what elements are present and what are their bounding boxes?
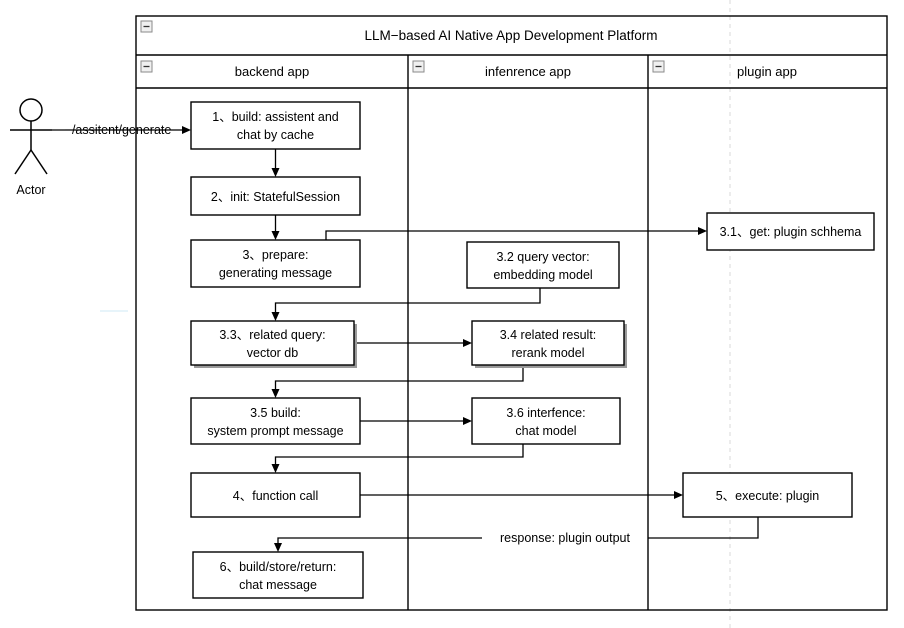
node-n1[interactable]: 1、build: assistent and chat by cache bbox=[190, 101, 361, 150]
node-n35-line1: 3.5 build: bbox=[250, 406, 301, 420]
node-n4-line1: 4、function call bbox=[233, 489, 318, 503]
node-n6[interactable]: 6、build/store/return: chat message bbox=[192, 551, 364, 599]
node-n6-line1: 6、build/store/return: bbox=[220, 560, 337, 574]
node-n3-line1: 3、prepare: bbox=[242, 248, 308, 262]
node-n36[interactable]: 3.6 interfence: chat model bbox=[471, 397, 621, 445]
flow-n5-to-n6 bbox=[274, 517, 759, 552]
flow-n35-to-n36 bbox=[360, 417, 472, 425]
node-n5[interactable]: 5、execute: plugin bbox=[682, 472, 853, 518]
collapse-icon-lane-plugin[interactable] bbox=[652, 60, 665, 73]
flow-actor-to-n1 bbox=[52, 126, 191, 134]
lane-header-inference: infenrence app bbox=[485, 64, 571, 79]
edge-label-request: −/assitent/generate bbox=[65, 123, 172, 137]
node-n2-line1: 2、init: StatefulSession bbox=[211, 190, 340, 204]
node-n35[interactable]: 3.5 build: system prompt message bbox=[190, 397, 361, 445]
node-n3-line2: generating message bbox=[219, 266, 332, 280]
pool-frame bbox=[135, 15, 888, 611]
flow-n3-to-n31 bbox=[325, 227, 707, 240]
lane-header-backend: backend app bbox=[235, 64, 309, 79]
node-n32-line2: embedding model bbox=[493, 268, 592, 282]
collapse-icon-lane-inference[interactable] bbox=[412, 60, 425, 73]
node-n35-line2: system prompt message bbox=[207, 424, 343, 438]
flow-n34-to-n35 bbox=[271, 368, 524, 398]
flow-n2-to-n3 bbox=[271, 215, 280, 240]
node-n33-line2: vector db bbox=[247, 346, 298, 360]
node-n1-line2: chat by cache bbox=[237, 128, 314, 142]
actor-label: Actor bbox=[16, 183, 45, 197]
actor-figure bbox=[10, 98, 52, 175]
node-n34-line1: 3.4 related result: bbox=[500, 328, 597, 342]
edge-label-response: response: plugin output bbox=[500, 531, 630, 545]
flow-n33-to-n34 bbox=[357, 339, 472, 347]
collapse-icon-pool[interactable] bbox=[140, 20, 153, 33]
node-n31[interactable]: 3.1、get: plugin schhema bbox=[706, 212, 875, 251]
lane-header-plugin: plugin app bbox=[737, 64, 797, 79]
node-n4[interactable]: 4、function call bbox=[190, 472, 361, 518]
flow-n32-to-n33 bbox=[271, 288, 541, 321]
node-n33[interactable]: 3.3、related query: vector db bbox=[190, 320, 357, 368]
node-n32[interactable]: 3.2 query vector: embedding model bbox=[466, 241, 620, 289]
node-n34-line2: rerank model bbox=[512, 346, 585, 360]
node-n2[interactable]: 2、init: StatefulSession bbox=[190, 176, 361, 216]
node-n5-line1: 5、execute: plugin bbox=[716, 489, 820, 503]
node-n6-line2: chat message bbox=[239, 578, 317, 592]
collapse-icon-lane-backend[interactable] bbox=[140, 60, 153, 73]
flow-n36-to-n4 bbox=[271, 444, 524, 473]
node-n36-line1: 3.6 interfence: bbox=[506, 406, 585, 420]
flow-n4-to-n5 bbox=[360, 491, 683, 499]
node-n34[interactable]: 3.4 related result: rerank model bbox=[471, 320, 627, 368]
node-n31-line1: 3.1、get: plugin schhema bbox=[720, 225, 862, 239]
node-n3[interactable]: 3、prepare: generating message bbox=[190, 239, 361, 288]
node-n36-line2: chat model bbox=[515, 424, 576, 438]
node-n33-line1: 3.3、related query: bbox=[219, 328, 325, 342]
node-n1-line1: 1、build: assistent and bbox=[212, 110, 339, 124]
pool-title: LLM−based AI Native App Development Plat… bbox=[364, 28, 657, 43]
flow-n1-to-n2 bbox=[271, 149, 280, 177]
node-n32-line1: 3.2 query vector: bbox=[496, 250, 589, 264]
